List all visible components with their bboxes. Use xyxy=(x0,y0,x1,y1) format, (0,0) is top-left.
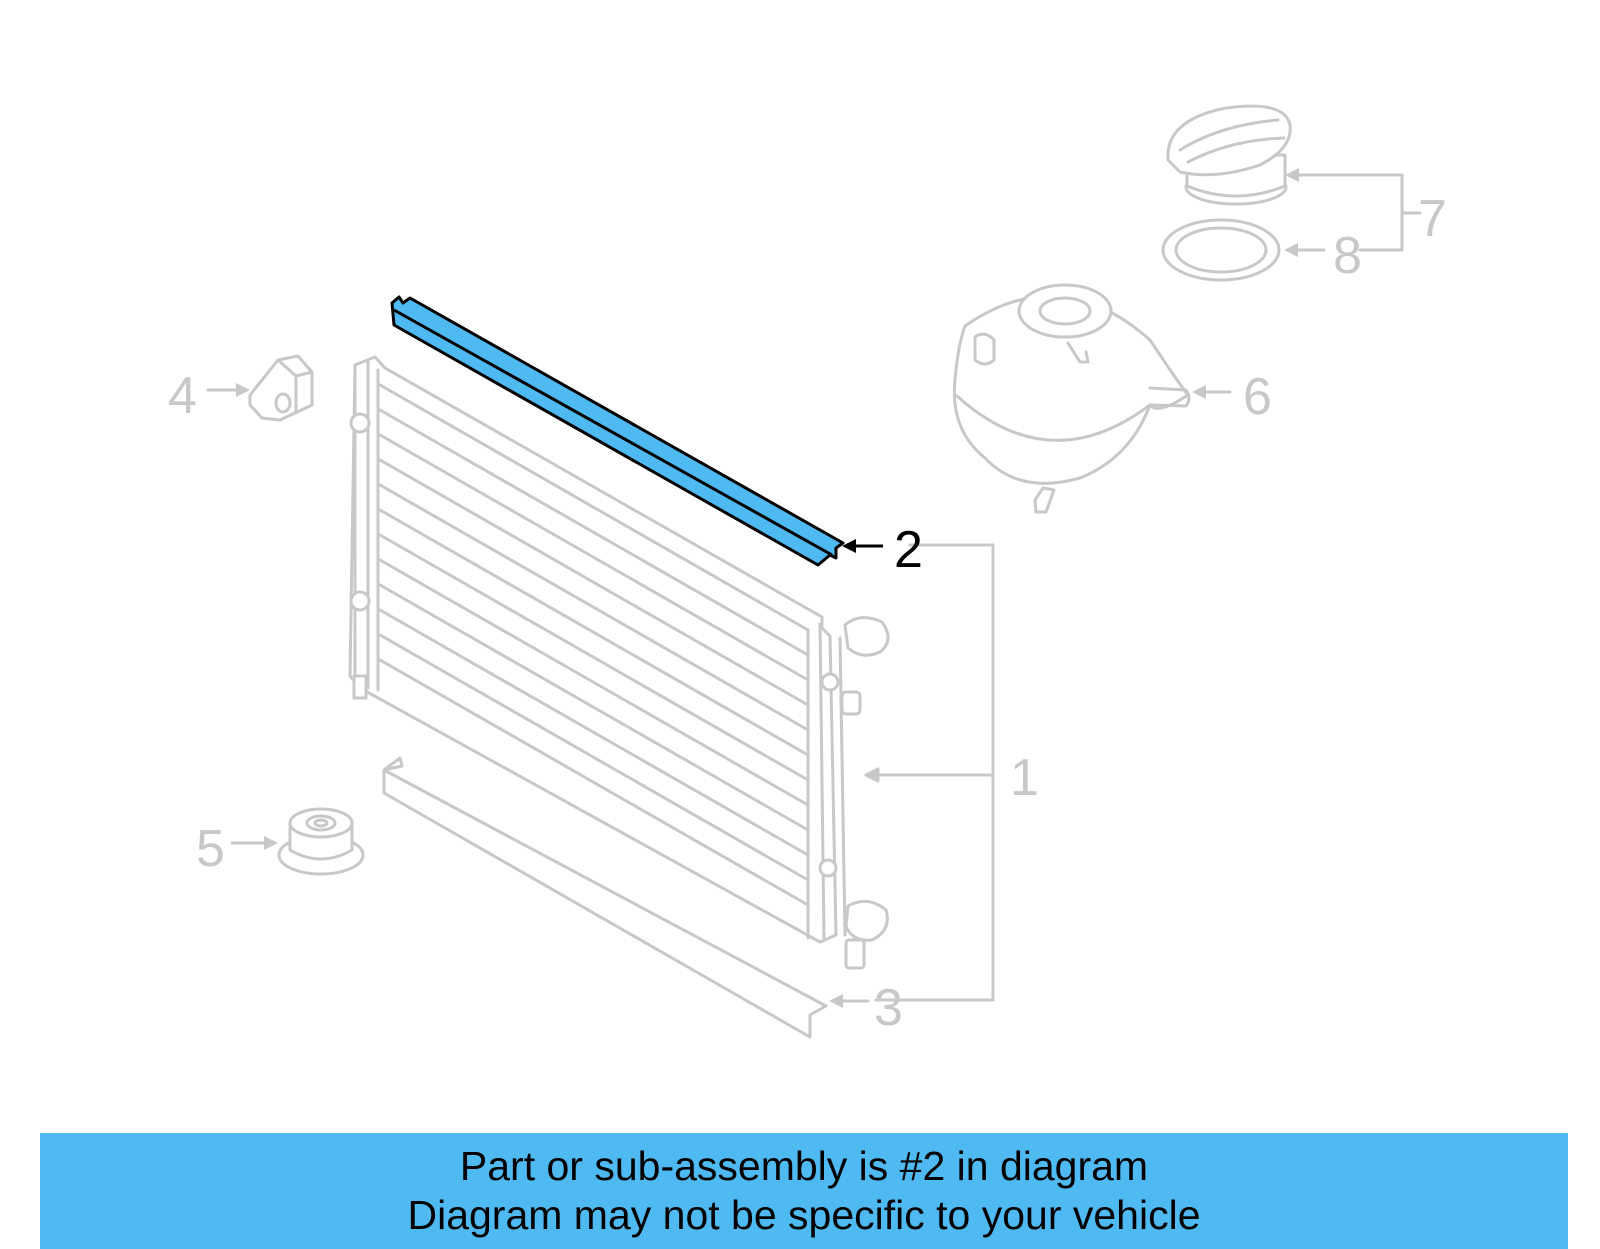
radiator-part[interactable] xyxy=(348,355,890,970)
callout-4-arrowhead xyxy=(236,383,250,397)
info-banner-background xyxy=(40,1133,1568,1249)
callout-8-number[interactable]: 8 xyxy=(1333,227,1362,285)
callout-1-bracket xyxy=(864,543,995,1002)
callout-1-number[interactable]: 1 xyxy=(1010,749,1039,807)
upper-mount-bushing-part[interactable] xyxy=(248,354,314,422)
callout-1-arrowhead xyxy=(864,767,880,783)
info-banner: Part or sub-assembly is #2 in diagram Di… xyxy=(40,1133,1568,1249)
callout-8-arrowhead xyxy=(1284,243,1298,257)
callout-4-number[interactable]: 4 xyxy=(168,367,197,425)
callout-3-arrowhead xyxy=(829,994,843,1008)
seal-ring-part[interactable] xyxy=(1161,218,1281,282)
callout-5-number[interactable]: 5 xyxy=(196,820,225,878)
lower-mount-bushing-part[interactable] xyxy=(277,807,365,876)
banner-line-disclaimer: Diagram may not be specific to your vehi… xyxy=(407,1192,1201,1238)
callout-5-arrowhead xyxy=(264,836,278,850)
callout-2-arrowhead xyxy=(842,539,856,553)
lower-seal-strip-part[interactable] xyxy=(382,756,828,1039)
callout-3-number[interactable]: 3 xyxy=(874,979,903,1037)
callout-7-bracket xyxy=(1290,173,1422,252)
cap-assembly-part[interactable] xyxy=(1166,104,1292,206)
callout-7-arrowhead xyxy=(1285,168,1299,182)
upper-seal-strip-part[interactable] xyxy=(390,295,845,567)
callout-6-number[interactable]: 6 xyxy=(1243,368,1272,426)
callout-6-arrowhead xyxy=(1192,385,1206,399)
banner-line-part-reference: Part or sub-assembly is #2 in diagram xyxy=(459,1143,1149,1189)
expansion-tank-part[interactable] xyxy=(952,283,1191,514)
callout-2-number[interactable]: 2 xyxy=(894,521,923,579)
callout-7-number[interactable]: 7 xyxy=(1418,190,1447,248)
